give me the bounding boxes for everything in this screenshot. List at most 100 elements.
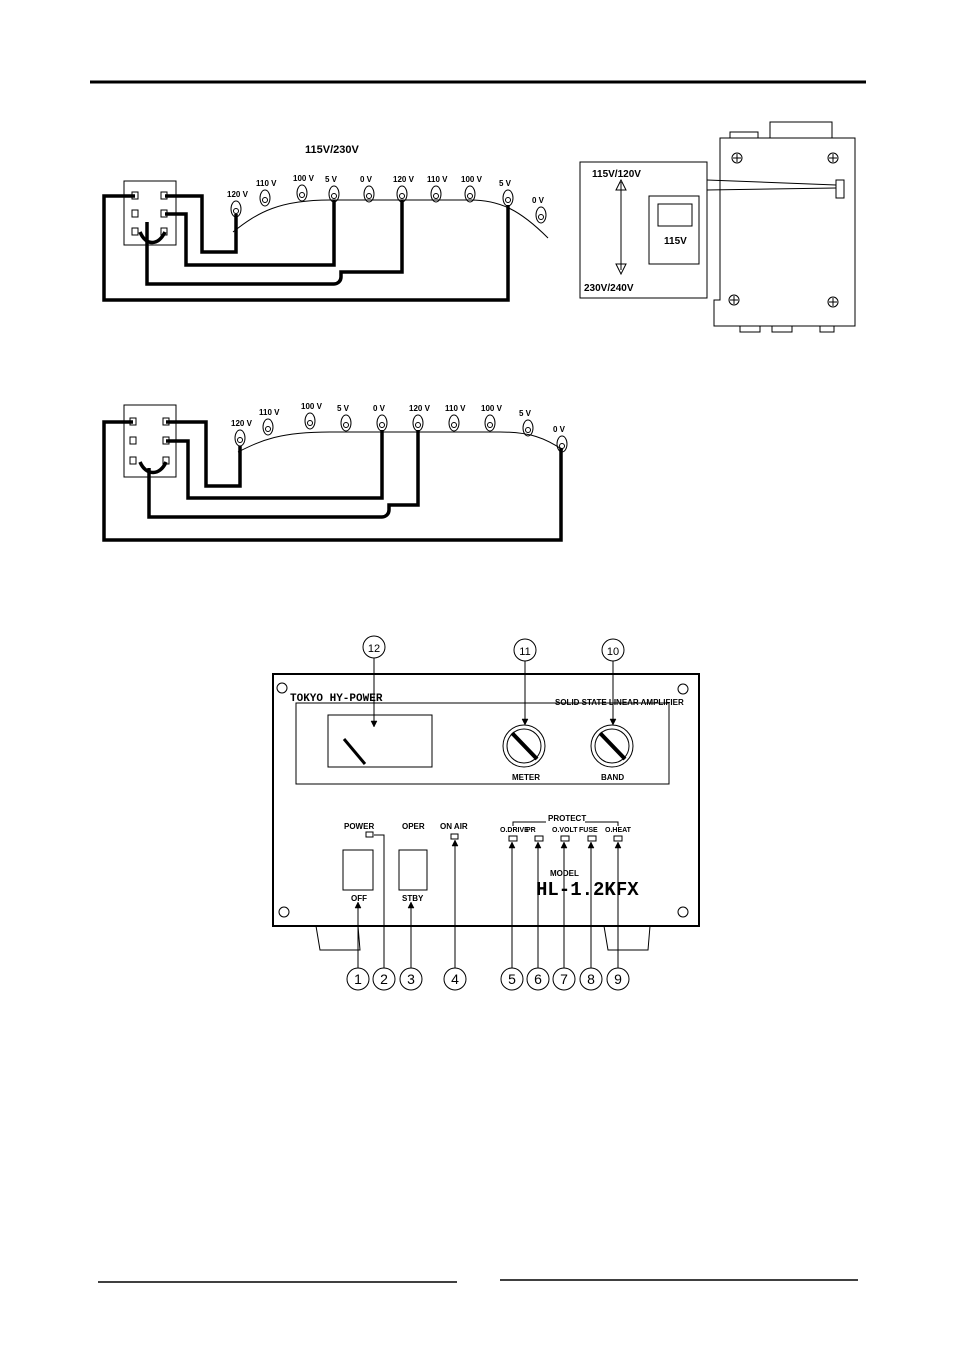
diagram-a-tap-terminal: 100 V (293, 174, 315, 202)
band-knob[interactable] (590, 724, 634, 768)
diagram-a-tap-label: 120 V (393, 175, 415, 184)
callout-number: 5 (508, 971, 516, 987)
protect-label: PROTECT (548, 814, 586, 823)
diagram-a-tap-label: 0 V (360, 175, 373, 184)
panel-foot-right (603, 925, 651, 951)
diagram-a-tap-label: 100 V (461, 175, 483, 184)
callout-number: 6 (534, 971, 542, 987)
callout-number: 12 (368, 643, 380, 655)
diagram-b-tap-terminal: 0 V (553, 425, 568, 453)
wire-b4 (102, 420, 563, 542)
wire-b3 (147, 430, 420, 519)
diagram-b-tap-label: 120 V (231, 419, 253, 428)
meter-window (327, 714, 433, 768)
diagram-b-tap-terminal: 110 V (445, 404, 466, 432)
rear-panel (713, 137, 856, 327)
diagram-b-tap-label: 5 V (337, 404, 350, 413)
wire-a1 (165, 194, 238, 254)
callout-marker: 2 (372, 834, 396, 991)
voltage-heading: 115V/230V (305, 144, 359, 156)
callout-marker: 6 (526, 841, 550, 991)
diagram-b-tap-terminal: 5 V (519, 409, 534, 437)
panel-foot-left (315, 925, 361, 951)
protect-bracket (512, 821, 619, 826)
on-air-led (450, 833, 459, 840)
callout-marker: 7 (552, 841, 576, 991)
connector-pins-b (129, 417, 170, 465)
oper-stby-switch[interactable] (398, 849, 428, 891)
display-window (295, 702, 670, 785)
diagram-b-tap-terminal: 100 V (481, 404, 503, 432)
switch-setting: 115V (664, 236, 687, 247)
protect-led (560, 835, 570, 842)
callout-marker: 10 (601, 638, 625, 726)
wire-a3 (145, 200, 404, 286)
switch-bottom-label: 230V/240V (584, 283, 634, 294)
callout-marker: 1 (346, 901, 370, 991)
off-label: OFF (351, 894, 367, 903)
callout-marker: 4 (443, 839, 467, 991)
wire-b5 (138, 461, 168, 475)
power-switch[interactable] (342, 849, 374, 891)
callout-number: 8 (587, 971, 595, 987)
power-led (365, 831, 374, 838)
screw-icon (728, 152, 839, 308)
diagram-a-tap-terminal: 100 V (461, 175, 483, 203)
switch-lever (657, 203, 693, 227)
front-panel: TOKYO HY-POWER SOLID STATE LINEAR AMPLIF… (272, 673, 700, 951)
diagram-a-tap-terminal: 120 V (227, 190, 249, 218)
diagram-a-tap-terminal: 0 V (532, 196, 547, 224)
switch-slot (835, 179, 845, 199)
callout-marker: 9 (606, 841, 630, 991)
callout-marker: 3 (399, 901, 423, 991)
callout-number: 10 (607, 646, 619, 658)
callout-marker: 11 (513, 638, 537, 726)
meter-knob[interactable] (502, 724, 546, 768)
wiring-diagram-b: 120 V 110 V 100 V 5 V 0 V 120 V 110 V 100 V 5 V 0… (102, 402, 568, 542)
protect-indicator-label: O.VOLT (552, 827, 578, 834)
callout-number: 7 (560, 971, 568, 987)
callout-marker: 12 (362, 635, 386, 728)
callout-number: 3 (407, 971, 415, 987)
callout-number: 11 (519, 646, 530, 658)
switch-body (648, 195, 700, 265)
connector-pins-a (131, 191, 168, 236)
diagram-b-tap-terminal: 5 V (337, 404, 352, 432)
diagram-a-tap-terminal: 110 V (427, 175, 448, 203)
protect-led (613, 835, 623, 842)
diagram-b-tap-label: 5 V (519, 409, 532, 418)
winding-arc-a (232, 199, 549, 239)
protect-led (587, 835, 597, 842)
protect-indicator-label: O.DRIVE (500, 827, 529, 834)
wire-b2 (166, 430, 384, 500)
protect-indicator: FUSE (579, 827, 598, 842)
on-air-label: ON AIR (440, 822, 468, 831)
protect-indicator-label: FUSE (579, 827, 598, 834)
diagram-b-tap-label: 120 V (409, 404, 431, 413)
band-knob-label: BAND (601, 773, 624, 782)
switch-callout-box (579, 161, 708, 299)
tap-set-b: 120 V 110 V 100 V 5 V 0 V 120 V 110 V 100 V 5 V 0… (231, 402, 568, 453)
wire-b1 (166, 420, 242, 488)
brand-label: TOKYO HY-POWER (290, 693, 383, 705)
voltage-switch-detail: 115V/120V 230V/240V 115V (579, 121, 856, 333)
model-name: HL-1.2KFX (536, 879, 639, 901)
diagram-b-tap-label: 100 V (481, 404, 503, 413)
diagram-b-tap-label: 100 V (301, 402, 323, 411)
diagram-b-tap-terminal: 110 V (259, 408, 280, 436)
diagram-a-tap-terminal: 5 V (325, 175, 340, 203)
diagram-a-tap-terminal: 5 V (499, 179, 514, 207)
stby-label: STBY (402, 894, 424, 903)
diagram-a-tap-label: 110 V (427, 175, 448, 184)
meter-knob-label: METER (512, 773, 540, 782)
diagram-b-tap-label: 110 V (259, 408, 280, 417)
diagram-a-tap-label: 120 V (227, 190, 249, 199)
diagram-b-tap-terminal: 0 V (373, 404, 388, 432)
wire-a5 (138, 231, 167, 245)
diagram-b-tap-label: 0 V (373, 404, 386, 413)
diagram-a-tap-label: 0 V (532, 196, 545, 205)
